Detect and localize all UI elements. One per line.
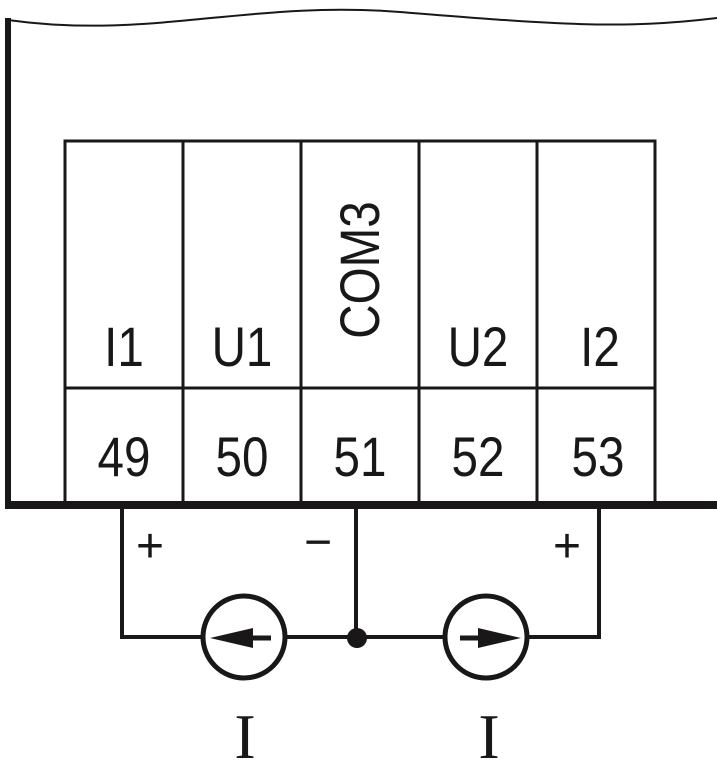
terminal-number-49: 49	[98, 426, 151, 488]
terminal-label-com3: COM3	[329, 201, 391, 338]
junction-dot	[347, 628, 367, 648]
arrow-left-icon	[210, 628, 253, 648]
terminal-label-i2: I2	[580, 316, 620, 378]
terminal-number-50: 50	[216, 426, 269, 488]
terminal-label-u2: U2	[448, 316, 509, 378]
plus-sign-left: +	[136, 520, 164, 573]
terminal-block	[63, 139, 657, 507]
arrow-right-icon	[478, 628, 521, 648]
current-label-2: I	[478, 701, 499, 760]
terminal-labels: I1 U1 COM3 U2 I2	[104, 201, 620, 379]
current-source-1	[200, 593, 288, 681]
minus-sign-center: −	[304, 516, 332, 569]
current-source-2	[442, 593, 530, 681]
wires	[120, 505, 601, 639]
plus-sign-right: +	[553, 520, 581, 573]
terminal-number-52: 52	[452, 426, 505, 488]
device-housing-top-edge	[7, 8, 717, 27]
terminal-label-u1: U1	[212, 316, 273, 378]
terminal-label-i1: I1	[104, 316, 144, 378]
terminal-number-53: 53	[572, 426, 625, 488]
terminal-numbers: 49 50 51 52 53	[98, 426, 625, 488]
current-label-1: I	[234, 701, 255, 760]
terminal-number-51: 51	[334, 426, 387, 488]
